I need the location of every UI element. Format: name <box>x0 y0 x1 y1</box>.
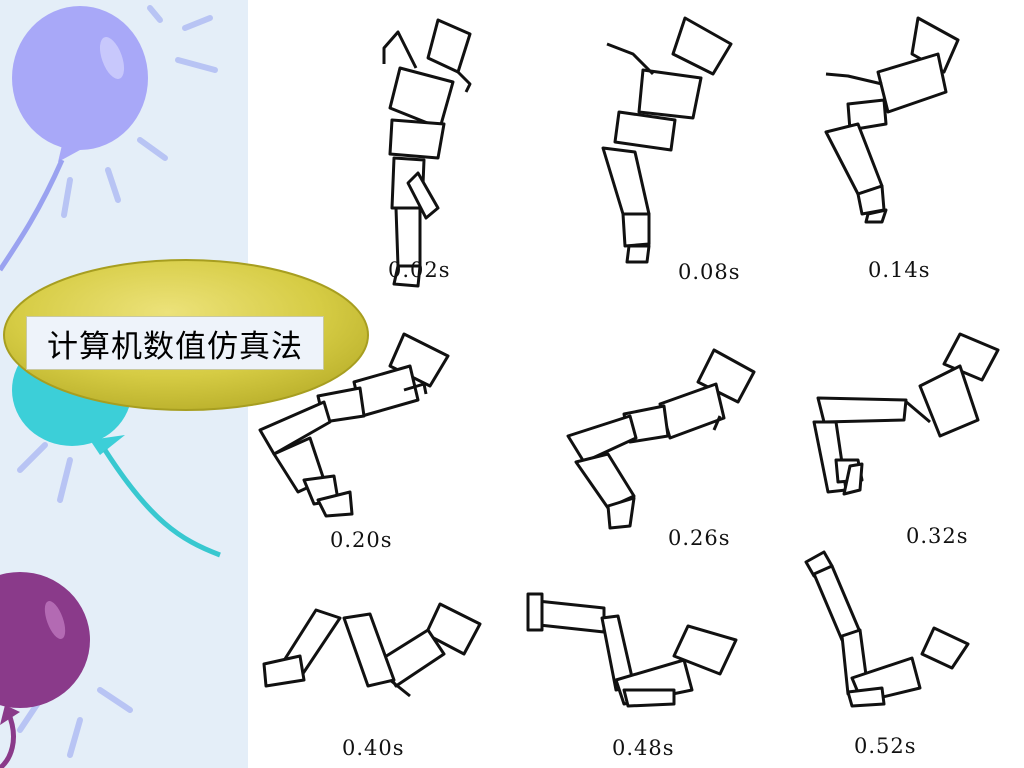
figure-frame-7 <box>260 600 485 710</box>
time-label-3: 0.14s <box>868 258 931 282</box>
figure-frame-9 <box>802 548 972 713</box>
title-box: 计算机数值仿真法 <box>26 316 324 370</box>
time-label-6: 0.32s <box>906 524 969 548</box>
time-label-5: 0.26s <box>668 526 731 550</box>
figure-frame-2 <box>593 14 743 264</box>
figure-frame-8 <box>524 590 739 715</box>
time-label-7: 0.40s <box>342 736 405 760</box>
balloon-blue-icon <box>0 6 148 272</box>
time-label-9: 0.52s <box>854 734 917 758</box>
figure-frame-4 <box>254 330 454 520</box>
time-label-4: 0.20s <box>330 528 393 552</box>
figure-frame-3 <box>818 14 978 224</box>
figure-frame-5 <box>564 346 764 531</box>
figure-frame-6 <box>810 330 1010 500</box>
figure-area: 0.02s 0.08s 0.14s <box>248 0 1024 768</box>
figure-frame-1 <box>308 8 508 293</box>
time-label-2: 0.08s <box>678 260 741 284</box>
slide-title: 计算机数值仿真法 <box>47 328 303 365</box>
time-label-1: 0.02s <box>388 258 451 282</box>
balloon-purple-icon <box>0 572 90 768</box>
time-label-8: 0.48s <box>612 736 675 760</box>
